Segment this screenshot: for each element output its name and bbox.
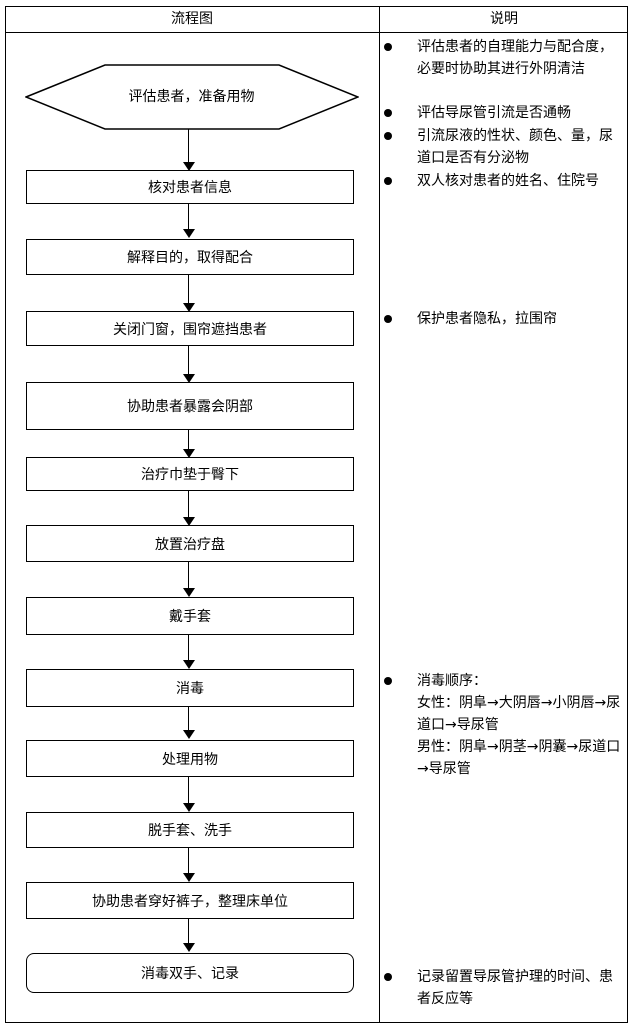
start-step-label: 评估患者，准备用物 [128, 89, 255, 105]
connector-arrow [188, 776, 189, 803]
note-disinfection-order: 消毒顺序： 女性：阴阜→大阴唇→小阴唇→尿道口→导尿管 男性：阴阜→阴茎→阴囊→… [384, 670, 624, 780]
note-text: 双人核对患者的姓名、住院号 [417, 173, 599, 189]
connector-arrow [188, 918, 189, 943]
start-hexagon [25, 64, 359, 130]
step-explain-purpose: 解释目的，取得配合 [26, 239, 354, 275]
step-disinfect: 消毒 [26, 669, 354, 707]
arrowhead [183, 517, 195, 526]
connector-arrow [188, 274, 189, 303]
note-assess-self-care: 评估患者的自理能力与配合度，必要时协助其进行外阴清洁 [384, 36, 624, 80]
note-text: 引流尿液的性状、颜色、量，尿道口是否有分泌物 [417, 128, 613, 166]
connector-arrow [188, 129, 189, 162]
notes-column-header: 说明 [490, 11, 518, 27]
flowchart-column-header: 流程图 [171, 11, 213, 27]
bullet-icon [384, 43, 392, 51]
end-step: 消毒双手、记录 [26, 953, 354, 993]
connector-arrow [188, 706, 189, 730]
arrowhead [183, 303, 195, 312]
step-wear-gloves: 戴手套 [26, 597, 354, 635]
note-female-order: 女性：阴阜→大阴唇→小阴唇→尿道口→导尿管 [417, 695, 621, 733]
note-title: 消毒顺序： [417, 673, 487, 689]
arrowhead [183, 374, 195, 383]
connector-arrow [188, 429, 189, 449]
bullet-icon [384, 973, 392, 981]
step-expose-perineum: 协助患者暴露会阴部 [26, 382, 354, 430]
note-text: 评估患者的自理能力与配合度，必要时协助其进行外阴清洁 [417, 39, 613, 77]
arrowhead [183, 588, 195, 597]
arrowhead [183, 873, 195, 882]
arrowhead [183, 162, 195, 171]
bullet-icon [384, 677, 392, 685]
connector-arrow [188, 634, 189, 660]
connector-arrow [188, 345, 189, 374]
connector-arrow [188, 203, 189, 229]
step-close-doors-windows: 关闭门窗，围帘遮挡患者 [26, 311, 354, 346]
bullet-icon [384, 109, 392, 117]
arrowhead [183, 449, 195, 458]
step-dress-patient: 协助患者穿好裤子，整理床单位 [26, 882, 354, 919]
note-double-check: 双人核对患者的姓名、住院号 [384, 170, 624, 192]
arrowhead [183, 660, 195, 669]
header-divider [5, 32, 628, 33]
bullet-icon [384, 315, 392, 323]
note-assess-drainage: 评估导尿管引流是否通畅 [384, 102, 624, 124]
connector-arrow [188, 561, 189, 588]
step-verify-patient-info: 核对患者信息 [26, 170, 354, 204]
connector-arrow [188, 490, 189, 517]
table-frame [5, 6, 628, 1023]
note-text: 保护患者隐私，拉围帘 [417, 311, 557, 327]
step-handle-supplies: 处理用物 [26, 740, 354, 777]
arrowhead [183, 803, 195, 812]
note-male-order: 男性：阴阜→阴茎→阴囊→尿道口→导尿管 [417, 739, 621, 777]
arrowhead [183, 229, 195, 238]
note-urine-observation: 引流尿液的性状、颜色、量，尿道口是否有分泌物 [384, 125, 624, 169]
arrowhead [183, 943, 195, 952]
bullet-icon [384, 132, 392, 140]
note-record: 记录留置导尿管护理的时间、患者反应等 [384, 966, 624, 1010]
connector-arrow [188, 847, 189, 873]
note-text: 评估导尿管引流是否通畅 [417, 105, 571, 121]
note-privacy: 保护患者隐私，拉围帘 [384, 308, 624, 330]
arrowhead [183, 730, 195, 739]
step-place-tray: 放置治疗盘 [26, 525, 354, 562]
column-divider [379, 6, 380, 1023]
step-place-towel: 治疗巾垫于臀下 [26, 457, 354, 491]
step-remove-gloves: 脱手套、洗手 [26, 812, 354, 848]
bullet-icon [384, 177, 392, 185]
note-text: 记录留置导尿管护理的时间、患者反应等 [417, 969, 613, 1007]
